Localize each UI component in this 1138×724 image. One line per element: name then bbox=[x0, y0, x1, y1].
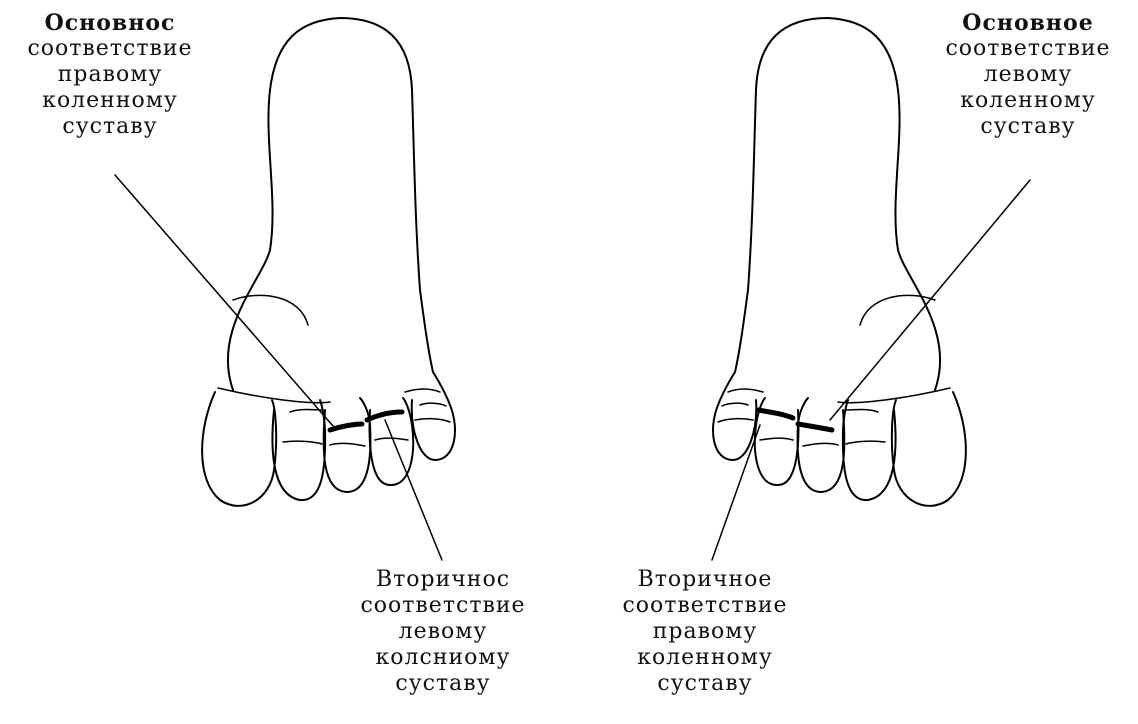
label-line: коленному bbox=[605, 645, 805, 671]
label-line: соответствие bbox=[928, 36, 1128, 62]
label-line: левому bbox=[343, 619, 543, 645]
left-foot-outline bbox=[228, 18, 433, 390]
left-crease bbox=[375, 438, 408, 440]
label-line: соответствие bbox=[10, 36, 210, 62]
label-top-left: Основнос соответствие правому коленному … bbox=[10, 10, 210, 140]
right-crease bbox=[718, 419, 753, 422]
right-crease bbox=[728, 389, 763, 392]
right-crease bbox=[760, 438, 793, 440]
label-line: Вторичное bbox=[605, 567, 805, 593]
label-line: суставу bbox=[928, 114, 1128, 140]
right-knee-marker-primary bbox=[758, 410, 793, 418]
left-knee-marker-primary bbox=[330, 424, 362, 430]
left-crease bbox=[283, 441, 322, 444]
label-line: левому bbox=[928, 62, 1128, 88]
label-line: соответствие bbox=[605, 593, 805, 619]
right-crease bbox=[722, 403, 748, 406]
left-crease bbox=[405, 389, 440, 392]
left-toe-2 bbox=[272, 400, 325, 500]
label-line: соответствие bbox=[343, 593, 543, 619]
right-foot-outline bbox=[735, 18, 940, 390]
label-bottom-left: Вторичнос соответствие левому колсниому … bbox=[343, 567, 543, 697]
left-crease bbox=[290, 410, 322, 413]
right-toe-5 bbox=[713, 372, 756, 460]
left-knee-marker-secondary bbox=[367, 412, 402, 420]
label-line: коленному bbox=[10, 88, 210, 114]
label-bottom-right: Вторичное соответствие правому коленному… bbox=[605, 567, 805, 697]
right-crease bbox=[846, 441, 885, 444]
label-line: Основнос bbox=[10, 10, 210, 36]
left-big-toe bbox=[202, 392, 276, 506]
left-toe-5 bbox=[412, 372, 455, 460]
label-line: Основное bbox=[928, 10, 1128, 36]
left-leader-top bbox=[115, 175, 333, 426]
label-line: суставу bbox=[343, 671, 543, 697]
label-line: суставу bbox=[605, 671, 805, 697]
right-leader-bottom bbox=[712, 425, 760, 560]
label-line: коленному bbox=[928, 88, 1128, 114]
right-crease bbox=[803, 443, 838, 446]
left-crease bbox=[218, 388, 330, 403]
right-crease bbox=[846, 410, 878, 413]
right-big-toe bbox=[892, 392, 966, 506]
label-line: правому bbox=[10, 62, 210, 88]
label-top-right: Основное соответствие левому коленному с… bbox=[928, 10, 1128, 140]
left-crease bbox=[420, 403, 446, 406]
label-line: Вторичнос bbox=[343, 567, 543, 593]
right-leader-top bbox=[830, 180, 1030, 420]
left-crease bbox=[415, 419, 450, 422]
left-crease bbox=[330, 443, 365, 446]
label-line: суставу bbox=[10, 114, 210, 140]
label-line: правому bbox=[605, 619, 805, 645]
right-toe-2 bbox=[843, 400, 896, 500]
label-line: колсниому bbox=[343, 645, 543, 671]
right-knee-marker-secondary bbox=[798, 424, 832, 430]
